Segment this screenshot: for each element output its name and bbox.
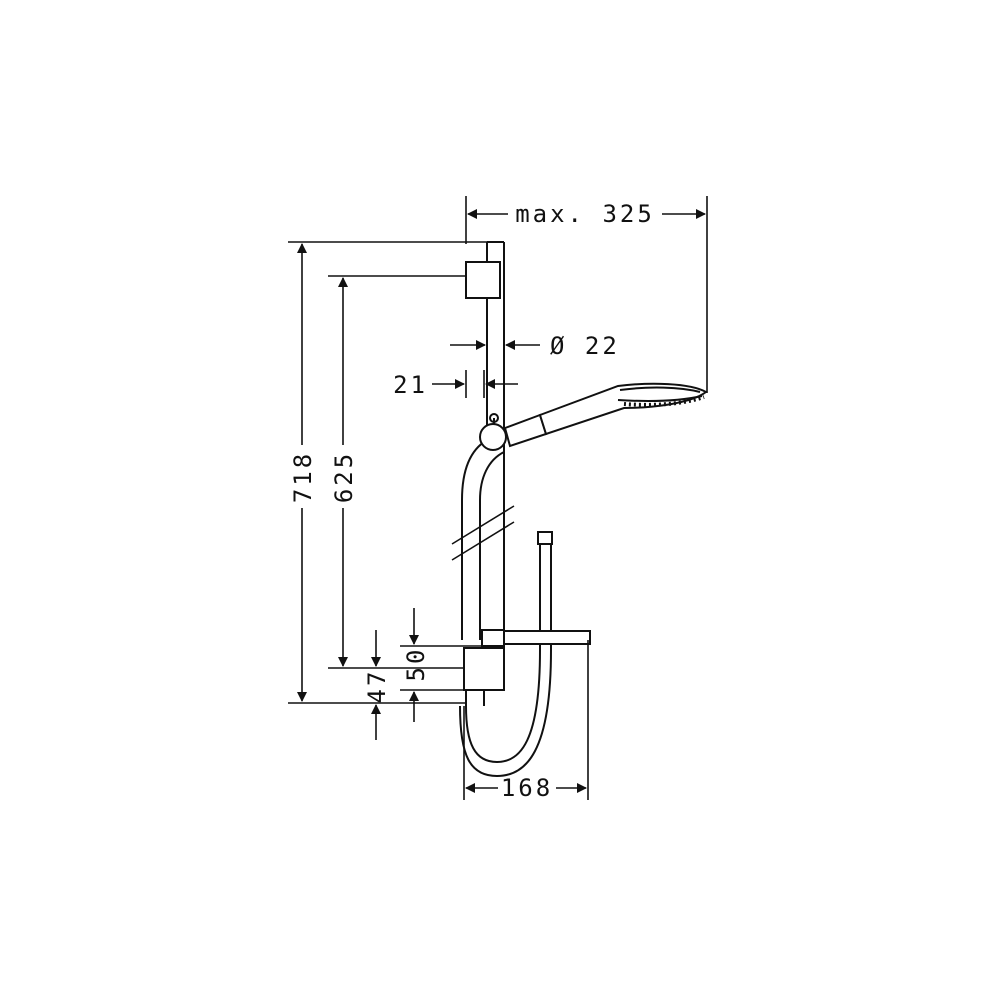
dim-bracket-spacing: 625 bbox=[328, 275, 466, 669]
dim-wall-offset: 21 bbox=[393, 370, 518, 399]
hand-shower bbox=[503, 382, 708, 448]
dim-rail-diameter: Ø 22 bbox=[450, 330, 620, 360]
dim-lower-offset-a-label: 47 bbox=[363, 669, 391, 704]
soap-dish bbox=[481, 629, 591, 647]
dim-total-height-label: 718 bbox=[289, 451, 317, 503]
dim-soap-dish-depth: 168 bbox=[463, 640, 589, 802]
dim-total-height: 718 bbox=[288, 241, 488, 704]
shower-holder bbox=[479, 413, 507, 451]
dim-lower-offset-b-label: 50 bbox=[402, 647, 430, 682]
spray-face-pattern bbox=[623, 395, 705, 407]
dim-rail-diameter-label: Ø 22 bbox=[550, 332, 620, 360]
lower-wall-bracket bbox=[463, 647, 505, 691]
dim-lower-offset-a: 47 bbox=[363, 630, 391, 740]
dim-bracket-spacing-label: 625 bbox=[330, 451, 358, 503]
dim-max-reach-label: max. 325 bbox=[515, 200, 655, 228]
upper-wall-bracket bbox=[465, 261, 501, 299]
dim-lower-offset-b: 50 bbox=[400, 608, 482, 722]
dim-max-reach: max. 325 bbox=[465, 196, 708, 393]
dim-wall-offset-label: 21 bbox=[393, 371, 428, 399]
shower-rail bbox=[451, 241, 515, 706]
dim-soap-dish-depth-label: 168 bbox=[501, 774, 553, 802]
